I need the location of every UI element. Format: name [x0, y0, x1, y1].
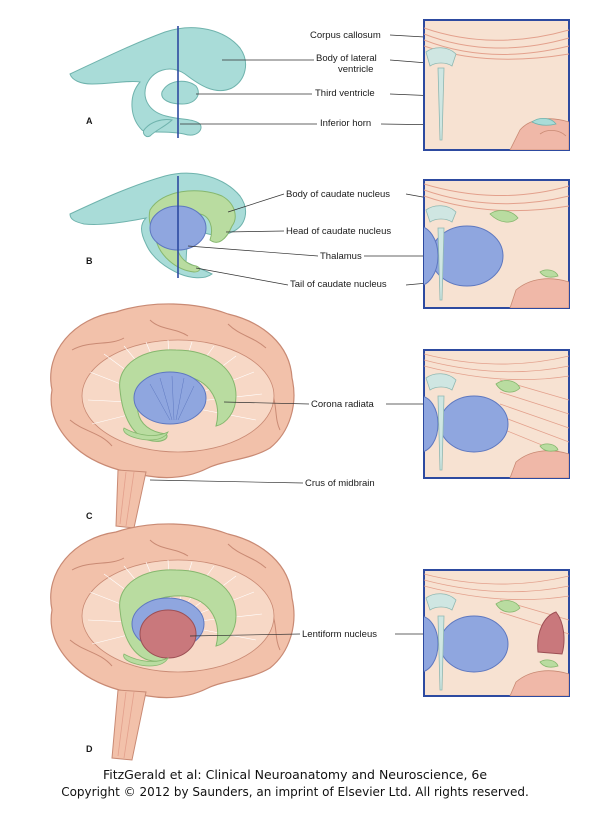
label-head-caudate: Head of caudate nucleus: [286, 226, 391, 237]
lateral-ventricle-shape: [69, 27, 247, 136]
panel-c: C Corona radiata Crus of midbrain: [50, 303, 570, 529]
inset-a-content: [424, 27, 569, 150]
label-corpus-callosum: Corpus callosum: [310, 30, 381, 41]
label-body-caudate: Body of caudate nucleus: [286, 189, 390, 200]
third-ventricle-shape: [161, 80, 199, 105]
label-third-ventricle: Third ventricle: [315, 88, 375, 99]
leader-crus-midbrain: [149, 479, 304, 484]
thalamus-c: [133, 371, 207, 425]
label-tail-caudate: Tail of caudate nucleus: [290, 279, 387, 290]
leader-body-caudate: [227, 193, 285, 213]
panel-b: B Body of caudate nucleus Head of caudat…: [69, 172, 570, 309]
leader-lentiform: [189, 633, 301, 637]
inset-c-content: [424, 353, 569, 478]
leader-thalamus: [187, 245, 319, 257]
panel-letter-d: D: [86, 744, 93, 754]
thalamus-fibers-c: [149, 375, 195, 421]
inset-d-content: [424, 573, 569, 696]
leader-tail-caudate: [195, 267, 289, 286]
panel-a: A Corpus callosum Body of lateral ventri…: [69, 19, 570, 151]
label-crus-midbrain: Crus of midbrain: [305, 478, 375, 489]
panel-d: D Lentiform nucleus: [50, 523, 570, 761]
label-body-lateral-ventricle-1: Body of lateral: [316, 53, 377, 64]
caption-line-2: Copyright © 2012 by Saunders, an imprint…: [61, 785, 529, 799]
tail-caudate-c: [123, 427, 169, 441]
panel-letter-a: A: [86, 116, 93, 126]
leader-corona-radiata: [223, 401, 310, 405]
panel-letter-c: C: [86, 511, 93, 521]
label-corona-radiata: Corona radiata: [311, 399, 375, 410]
label-lentiform: Lentiform nucleus: [302, 629, 377, 640]
panel-letter-b: B: [86, 256, 93, 266]
label-thalamus: Thalamus: [320, 251, 362, 262]
label-body-lateral-ventricle-2: ventricle: [338, 64, 373, 75]
inferior-horn-shape: [143, 119, 174, 137]
label-inferior-horn: Inferior horn: [320, 118, 371, 129]
caption-line-1: FitzGerald et al: Clinical Neuroanatomy …: [102, 767, 488, 782]
lentiform-nucleus-shape: [139, 609, 197, 659]
inset-b-content: [424, 183, 569, 308]
leader-head-caudate: [225, 230, 285, 233]
tail-caudate-d: [123, 653, 169, 667]
